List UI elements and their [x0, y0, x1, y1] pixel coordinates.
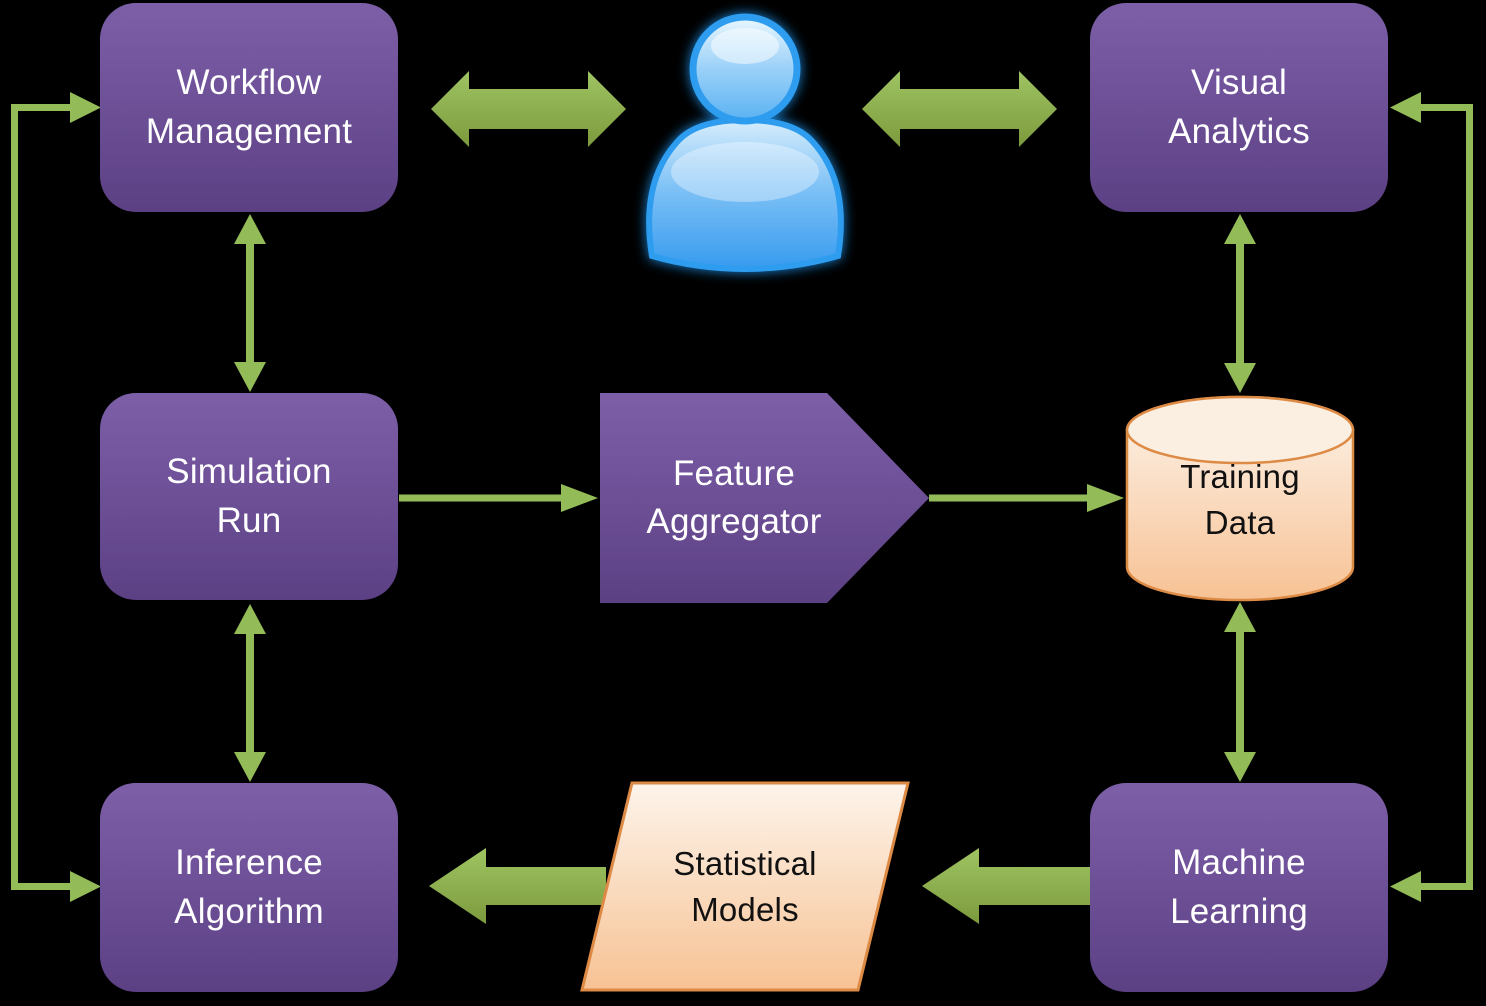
- node-visual-analytics-label: Visual Analytics: [1168, 63, 1310, 151]
- shape-training-data: [1125, 395, 1355, 602]
- connector-loop-left: [11, 92, 101, 902]
- node-workflow-management-label: Workflow Management: [145, 63, 353, 151]
- node-training-data: Training Data: [1127, 402, 1353, 598]
- arrow-machine-statistical: [922, 848, 1090, 924]
- arrow-statistical-inference: [429, 848, 606, 924]
- node-training-data-label: Training Data: [1180, 458, 1300, 541]
- shape-feature-aggregator: [600, 393, 929, 603]
- node-statistical-models: Statistical Models: [618, 783, 872, 990]
- node-machine-learning-label: Machine Learning: [1170, 843, 1308, 931]
- node-workflow-management: Workflow Management: [100, 3, 398, 212]
- arrow-visual-training: [1224, 214, 1256, 393]
- node-statistical-models-label: Statistical Models: [673, 844, 817, 928]
- arrow-feature-training: [929, 484, 1124, 512]
- arrow-workflow-simulation: [234, 214, 266, 392]
- user-icon: [646, 13, 844, 273]
- node-machine-learning: Machine Learning: [1090, 783, 1388, 992]
- node-visual-analytics: Visual Analytics: [1090, 3, 1388, 212]
- shape-statistical-models: [580, 781, 910, 992]
- arrow-simulation-feature: [399, 484, 598, 512]
- connector-loop-right: [1390, 92, 1473, 902]
- arrow-training-machine: [1224, 602, 1256, 782]
- node-feature-aggregator-label: Feature Aggregator: [646, 453, 822, 541]
- node-simulation-run: Simulation Run: [100, 393, 398, 600]
- node-inference-algorithm: Inference Algorithm: [100, 783, 398, 992]
- arrow-simulation-inference: [234, 604, 266, 782]
- node-feature-aggregator: Feature Aggregator: [600, 393, 868, 603]
- node-simulation-run-label: Simulation Run: [166, 452, 332, 540]
- arrow-user-visual-analytics: [862, 71, 1057, 147]
- node-inference-algorithm-label: Inference Algorithm: [174, 843, 324, 931]
- arrow-workflow-user: [431, 71, 626, 147]
